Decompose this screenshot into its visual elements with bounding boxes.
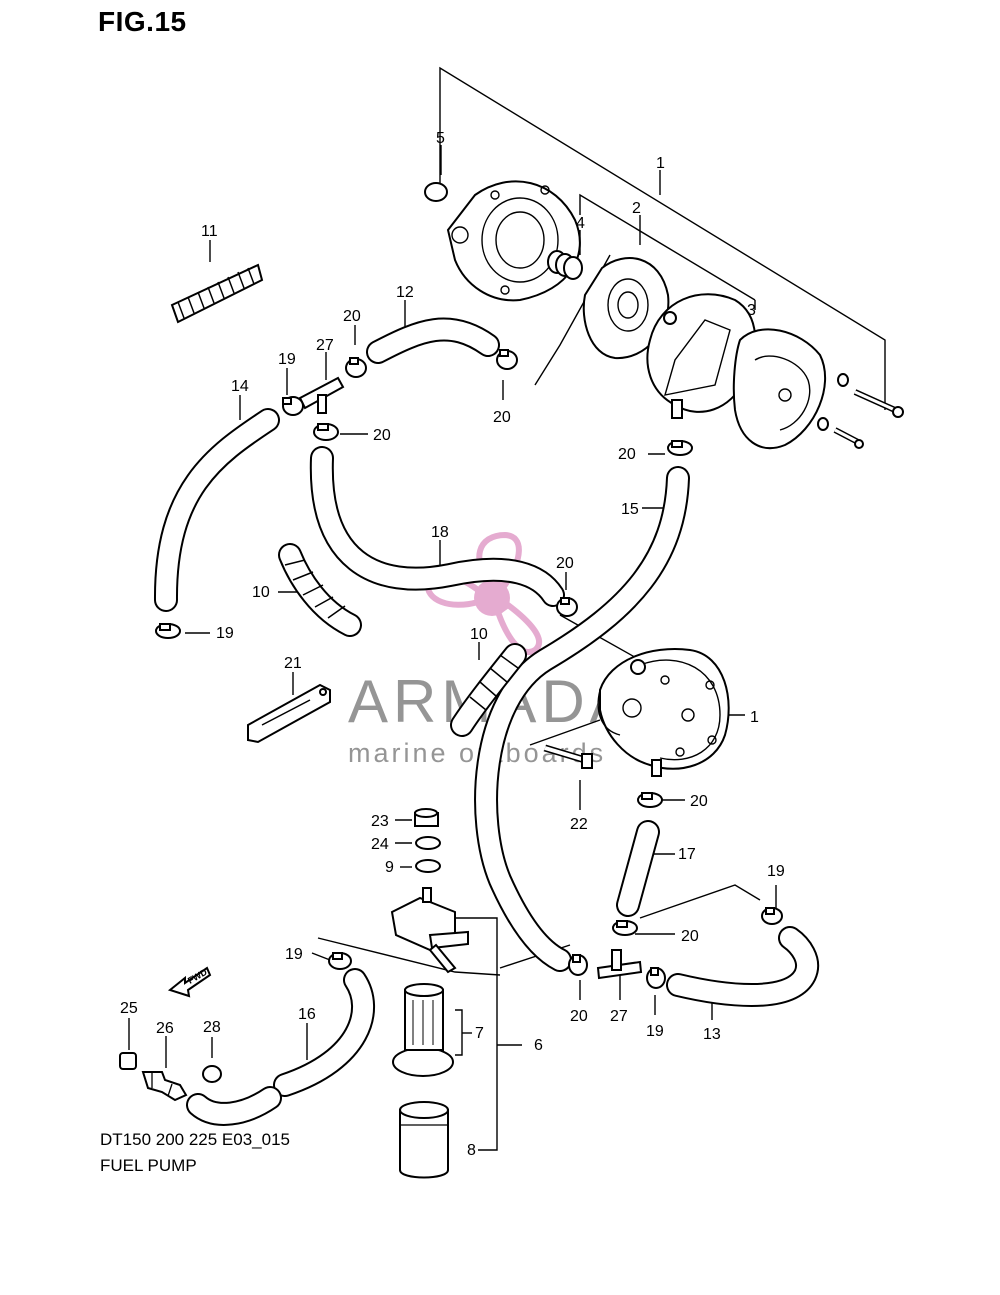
clamps [155, 349, 783, 989]
clamp-20 [637, 792, 663, 808]
pump-cover-rear [732, 328, 826, 450]
callout-10: 10 [470, 626, 488, 643]
filter-head-6 [390, 887, 469, 974]
clamp-20 [612, 920, 638, 936]
hose-12 [366, 317, 500, 364]
callout-20: 20 [373, 427, 391, 444]
hose-14 [153, 408, 280, 612]
washer-24 [415, 836, 441, 850]
callout-20: 20 [681, 928, 699, 945]
figure-title: FIG.15 [98, 6, 187, 37]
bolt-long [837, 373, 904, 418]
clamp-19 [646, 967, 666, 989]
connector-26 [141, 1071, 188, 1102]
callout-20: 20 [570, 1008, 588, 1025]
clamp-20 [556, 597, 578, 617]
clamp-19 [282, 396, 304, 416]
callout-20: 20 [493, 409, 511, 426]
joint-27-upper [298, 376, 345, 414]
clamp-19 [328, 952, 352, 970]
o-ring-5 [424, 182, 448, 202]
callout-26: 26 [156, 1020, 174, 1037]
bracket-21 [247, 683, 331, 744]
callout-7: 7 [475, 1025, 484, 1042]
callout-20: 20 [618, 446, 636, 463]
callout-16: 16 [298, 1006, 316, 1023]
clamp-20 [496, 349, 518, 370]
callout-11: 11 [201, 223, 218, 240]
spiral-protector-10-lower [450, 643, 527, 737]
callout-20: 20 [343, 308, 361, 325]
hose-15 [474, 466, 690, 972]
callouts: 1 1 2 3 4 5 6 7 8 9 10 10 11 12 13 14 15… [120, 130, 785, 1159]
callout-17: 17 [678, 846, 696, 863]
callout-15: 15 [621, 501, 639, 518]
callout-18: 18 [431, 524, 449, 541]
callout-21: 21 [284, 655, 302, 672]
clamp-20 [568, 954, 588, 976]
fuel-pump-lower [597, 648, 730, 777]
clamp-20 [667, 440, 693, 456]
hose-17 [616, 820, 660, 917]
callout-4: 4 [576, 215, 585, 232]
spring-11 [170, 263, 264, 324]
callout-25: 25 [120, 1000, 138, 1017]
clamp-19 [761, 907, 783, 925]
spring-4 [547, 250, 583, 280]
joint-27-lower [596, 949, 643, 980]
filter-element-7 [392, 983, 454, 1077]
callout-9: 9 [385, 859, 394, 876]
spiral-protector-10-upper [278, 543, 362, 637]
callout-14: 14 [231, 378, 249, 395]
hose-16 [186, 968, 375, 1126]
callout-1: 1 [750, 709, 759, 726]
clip-28 [202, 1065, 222, 1083]
callout-19: 19 [216, 625, 234, 642]
callout-19: 19 [767, 863, 785, 880]
callout-20: 20 [690, 793, 708, 810]
fwd-arrow: FWD [167, 966, 212, 998]
pump-body-3 [646, 293, 757, 419]
callout-6: 6 [534, 1037, 543, 1054]
clamp-20 [345, 357, 367, 378]
callout-28: 28 [203, 1019, 221, 1036]
callout-19: 19 [278, 351, 296, 368]
hose-18 [309, 446, 565, 607]
callout-20: 20 [556, 555, 574, 572]
callout-2: 2 [632, 200, 641, 217]
footer-name: FUEL PUMP [100, 1156, 197, 1175]
callout-10: 10 [252, 584, 270, 601]
nut-23 [414, 808, 439, 827]
bolt-short [817, 417, 864, 449]
pump-cover-upper [446, 180, 581, 302]
callout-19: 19 [285, 946, 303, 963]
clamp-20 [313, 423, 339, 441]
callout-23: 23 [371, 813, 389, 830]
callout-27: 27 [610, 1008, 628, 1025]
callout-22: 22 [570, 816, 588, 833]
callout-27: 27 [316, 337, 334, 354]
callout-3: 3 [747, 302, 756, 319]
callout-5: 5 [436, 130, 445, 147]
bolt-22 [543, 744, 593, 769]
filter-cup-8 [399, 1101, 449, 1179]
footer-model: DT150 200 225 E03_015 [100, 1130, 290, 1149]
callout-1: 1 [656, 155, 665, 172]
callout-12: 12 [396, 284, 414, 301]
cap-25 [119, 1052, 137, 1070]
washer-9 [415, 859, 441, 873]
callout-24: 24 [371, 836, 389, 853]
clamp-19 [155, 623, 181, 639]
callout-13: 13 [703, 1026, 721, 1043]
callout-8: 8 [467, 1142, 476, 1159]
hose-13 [666, 926, 820, 1007]
callout-19: 19 [646, 1023, 664, 1040]
